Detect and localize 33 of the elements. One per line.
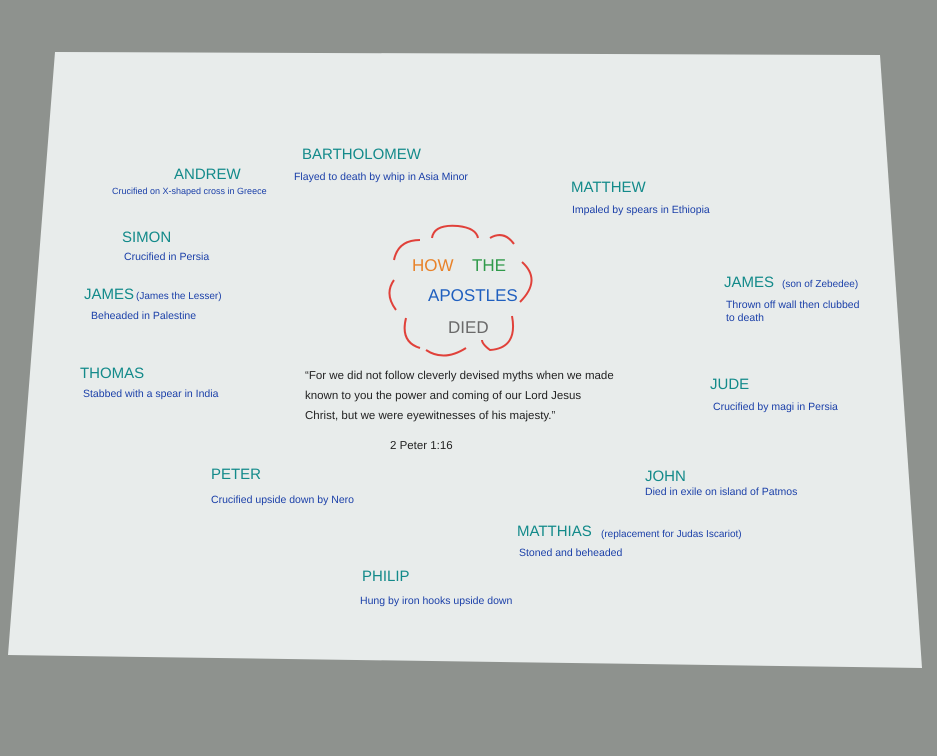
death-description: Impaled by spears in Ethiopia <box>572 204 710 217</box>
death-description: Crucified in Persia <box>124 251 210 264</box>
death-description: Beheaded in Palestine <box>91 310 196 323</box>
apostle-name: JAMES <box>84 286 134 304</box>
apostle-name: JAMES <box>724 274 774 292</box>
apostle-name: BARTHOLOMEW <box>302 146 421 164</box>
apostle-name: PHILIP <box>362 568 410 586</box>
apostle-note: (son of Zebedee) <box>782 279 858 291</box>
death-description: Flayed to death by whip in Asia Minor <box>294 171 468 184</box>
apostle-name: MATTHIAS <box>517 523 592 541</box>
apostle-name: ANDREW <box>174 166 241 184</box>
title-word: HOW <box>412 256 454 276</box>
title-word: APOSTLES <box>428 286 518 306</box>
title-word: DIED <box>448 318 489 338</box>
apostle-note: (James the Lesser) <box>136 291 222 303</box>
death-description: Stoned and beheaded <box>519 547 622 560</box>
death-description: Crucified on X-shaped cross in Greece <box>112 186 267 197</box>
death-description: Crucified by magi in Persia <box>713 401 838 414</box>
death-description: Thrown off wall then clubbed to death <box>726 299 860 324</box>
death-description: Crucified upside down by Nero <box>211 494 354 507</box>
death-description: Stabbed with a spear in India <box>83 388 218 401</box>
apostle-name: THOMAS <box>80 365 144 383</box>
apostle-name: SIMON <box>122 229 172 247</box>
apostle-name: PETER <box>211 466 262 484</box>
apostle-note: (replacement for Judas Iscariot) <box>601 529 742 541</box>
title-word: THE <box>472 256 506 276</box>
apostle-name: JOHN <box>645 468 686 486</box>
death-description: Hung by iron hooks upside down <box>360 595 512 608</box>
apostle-name: MATTHEW <box>571 179 646 197</box>
death-description: Died in exile on island of Patmos <box>645 486 798 499</box>
scripture-quote: “For we did not follow cleverly devised myths when we made known to you the power and coming of our Lord Jesus Christ, but we were eyewitnesses of his majesty.” <box>305 369 615 424</box>
scripture-reference: 2 Peter 1:16 <box>390 440 453 454</box>
apostle-name: JUDE <box>710 376 750 394</box>
